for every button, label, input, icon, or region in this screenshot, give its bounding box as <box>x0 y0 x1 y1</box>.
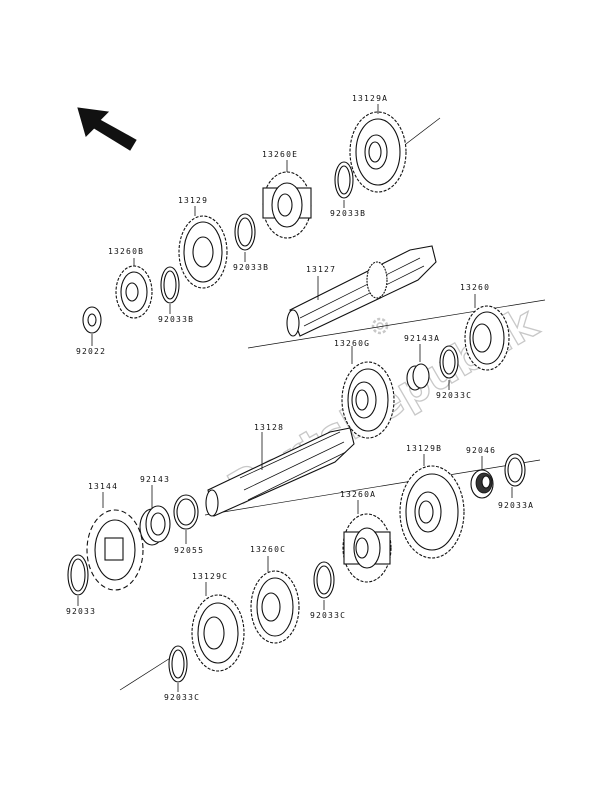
gear-13129B <box>399 465 465 559</box>
lower-shaft-axis <box>204 459 541 516</box>
gear-13260E <box>262 171 312 239</box>
label-92055: 92055 <box>174 546 204 555</box>
circlip-92033A <box>504 453 526 487</box>
label-13129B: 13129B <box>406 444 442 453</box>
label-13260C: 13260C <box>250 545 286 554</box>
circlip-92033B-b <box>234 213 256 251</box>
label-13128: 13128 <box>254 423 284 432</box>
label-13260A: 13260A <box>340 490 376 499</box>
label-13260: 13260 <box>460 283 490 292</box>
circlip-92033C-a <box>439 345 459 379</box>
label-92033A: 92033A <box>498 501 534 510</box>
label-92033C-b: 92033C <box>310 611 346 620</box>
label-13260G: 13260G <box>334 339 370 348</box>
bearing-92046 <box>470 469 494 499</box>
gear-13129C <box>191 594 245 672</box>
label-13129: 13129 <box>178 196 208 205</box>
gear-13260A <box>342 513 392 583</box>
sprocket-13144 <box>86 509 144 591</box>
label-13129A: 13129A <box>352 94 388 103</box>
gear-13260B <box>115 265 153 319</box>
circlip-92033C-c <box>168 645 188 683</box>
gear-13260C <box>250 570 300 644</box>
lower-axis-end <box>119 654 176 691</box>
label-13260E: 13260E <box>262 150 298 159</box>
label-13144: 13144 <box>88 482 118 491</box>
circlip-92033B-c <box>160 266 180 304</box>
gear-13260G <box>341 361 395 439</box>
label-92022: 92022 <box>76 347 106 356</box>
shaft-13128 <box>205 427 355 517</box>
label-92143: 92143 <box>140 475 170 484</box>
washer-92022 <box>82 306 102 334</box>
label-92033B-c: 92033B <box>158 315 194 324</box>
gear-13129A <box>349 111 407 193</box>
bushing-92143A <box>406 363 430 391</box>
label-92033B-a: 92033B <box>330 209 366 218</box>
bushing-92143 <box>139 505 171 546</box>
label-92033C-c: 92033C <box>164 693 200 702</box>
circlip-92033 <box>67 554 89 596</box>
direction-arrow-icon <box>77 107 137 151</box>
circlip-92033B-a <box>334 161 354 199</box>
label-92046: 92046 <box>466 446 496 455</box>
gear-13260 <box>464 305 510 371</box>
label-92143A: 92143A <box>404 334 440 343</box>
label-13260B: 13260B <box>108 247 144 256</box>
label-13129C: 13129C <box>192 572 228 581</box>
oring-92055 <box>173 494 199 530</box>
shaft-13127 <box>286 245 437 337</box>
label-92033C-a: 92033C <box>436 391 472 400</box>
label-92033B-b: 92033B <box>233 263 269 272</box>
circlip-92033C-b <box>313 561 335 599</box>
gear-13129 <box>178 215 228 289</box>
label-13127: 13127 <box>306 265 336 274</box>
label-92033: 92033 <box>66 607 96 616</box>
